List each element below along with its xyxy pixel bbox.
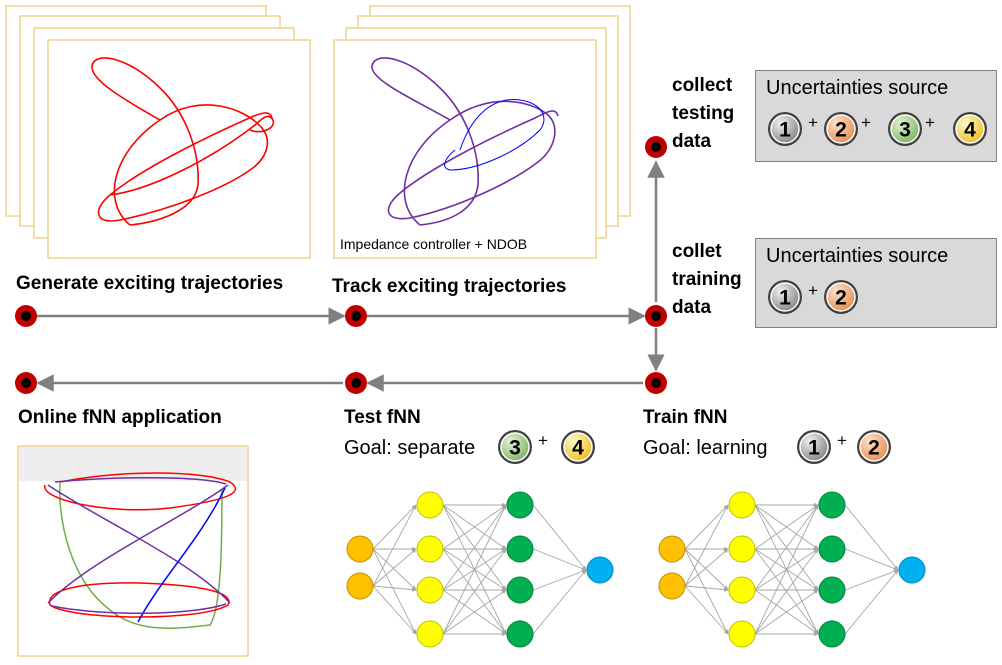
nn-connection [754, 548, 819, 635]
online-trajectory-plot [44, 472, 237, 629]
train-neural-network [658, 491, 926, 648]
nn-connection [684, 585, 729, 635]
nn-connection [532, 548, 587, 571]
testing-uncertainty-box: Uncertainties source [755, 70, 997, 162]
nn-neuron-layer-2 [506, 491, 534, 519]
nn-connection [442, 504, 507, 591]
purple-trajectory-plot [371, 57, 559, 226]
nn-neuron-layer-2 [506, 620, 534, 648]
generate-panel-stack [5, 5, 311, 259]
nn-neuron-layer-1 [416, 576, 444, 604]
nn-connection [532, 569, 587, 635]
nn-neuron-layer-0 [658, 535, 686, 563]
node-train [645, 372, 667, 394]
nn-neuron-layer-0 [346, 535, 374, 563]
collet-training-line-2: training [672, 269, 742, 290]
collect-testing-label: collect testing data [672, 72, 734, 156]
collect-testing-line-2: testing [672, 103, 735, 124]
nn-connection [754, 589, 819, 635]
train-goal-text: Goal: learning [643, 437, 768, 459]
nn-neuron-layer-3 [586, 556, 614, 584]
step-train-label: Train fNN [643, 407, 728, 428]
nn-neuron-layer-1 [728, 620, 756, 648]
nn-connection [372, 548, 417, 635]
nn-connection [754, 504, 819, 635]
nn-neuron-layer-1 [416, 620, 444, 648]
nn-connection [372, 504, 417, 550]
nn-connection [532, 504, 587, 571]
nn-connection [844, 569, 899, 591]
node-generate [15, 305, 37, 327]
nn-connection [684, 504, 729, 587]
track-panel-stack [333, 5, 631, 259]
nn-neuron-layer-2 [506, 576, 534, 604]
nn-neuron-layer-2 [818, 491, 846, 519]
nn-connection [442, 589, 507, 635]
nn-connection [754, 504, 819, 550]
testing-uncertainty-title: Uncertainties source [766, 77, 949, 99]
nn-connection [684, 585, 729, 592]
nn-neuron-layer-2 [818, 535, 846, 563]
collect-testing-line-3: data [672, 131, 712, 152]
nn-connection [532, 569, 587, 591]
nn-connection [844, 548, 899, 571]
nn-neuron-layer-0 [658, 572, 686, 600]
nn-connection [442, 548, 507, 635]
nn-connection [684, 548, 729, 591]
online-panel [17, 445, 249, 657]
nn-connection [684, 548, 729, 635]
nn-neuron-layer-0 [346, 572, 374, 600]
step-generate-label: Generate exciting trajectories [16, 273, 284, 294]
nn-connection [684, 504, 729, 550]
node-track [345, 305, 367, 327]
nn-neuron-layer-2 [818, 620, 846, 648]
node-collect-training [645, 305, 667, 327]
step-online-label: Online fNN application [18, 407, 222, 428]
nn-connection [442, 504, 507, 550]
nn-connection [372, 504, 417, 587]
nn-connection [684, 548, 729, 587]
nn-neuron-layer-1 [416, 491, 444, 519]
test-goal-text: Goal: separate [344, 437, 476, 459]
nn-neuron-layer-1 [728, 576, 756, 604]
nn-connection [844, 569, 899, 635]
step-test-label: Test fNN [344, 407, 421, 428]
nn-connection [372, 548, 417, 591]
collet-training-line-1: collet [672, 241, 722, 262]
nn-connection [754, 504, 819, 591]
nn-connection [844, 504, 899, 571]
nn-neuron-layer-1 [416, 535, 444, 563]
red-trajectory-plot [91, 57, 275, 226]
flow-nodes [15, 136, 667, 394]
flow-arrows [36, 160, 665, 392]
training-uncertainty-title: Uncertainties source [766, 245, 949, 267]
collet-training-line-3: data [672, 297, 712, 318]
node-test [345, 372, 367, 394]
nn-connection [442, 504, 507, 635]
nn-neuron-layer-1 [728, 535, 756, 563]
track-caption: Impedance controller + NDOB [340, 236, 528, 252]
nn-neuron-layer-2 [818, 576, 846, 604]
collect-testing-line-1: collect [672, 75, 733, 96]
nn-connection [372, 585, 417, 592]
nn-connection [372, 585, 417, 635]
nn-neuron-layer-3 [898, 556, 926, 584]
nn-neuron-layer-1 [728, 491, 756, 519]
collet-training-label: collet training data [672, 238, 742, 322]
nn-neuron-layer-2 [506, 535, 534, 563]
step-track-label: Track exciting trajectories [332, 276, 567, 297]
node-online [15, 372, 37, 394]
test-neural-network [346, 491, 614, 648]
training-uncertainty-box: Uncertainties source [755, 238, 997, 328]
nn-connection [372, 548, 417, 587]
node-collect-testing [645, 136, 667, 158]
